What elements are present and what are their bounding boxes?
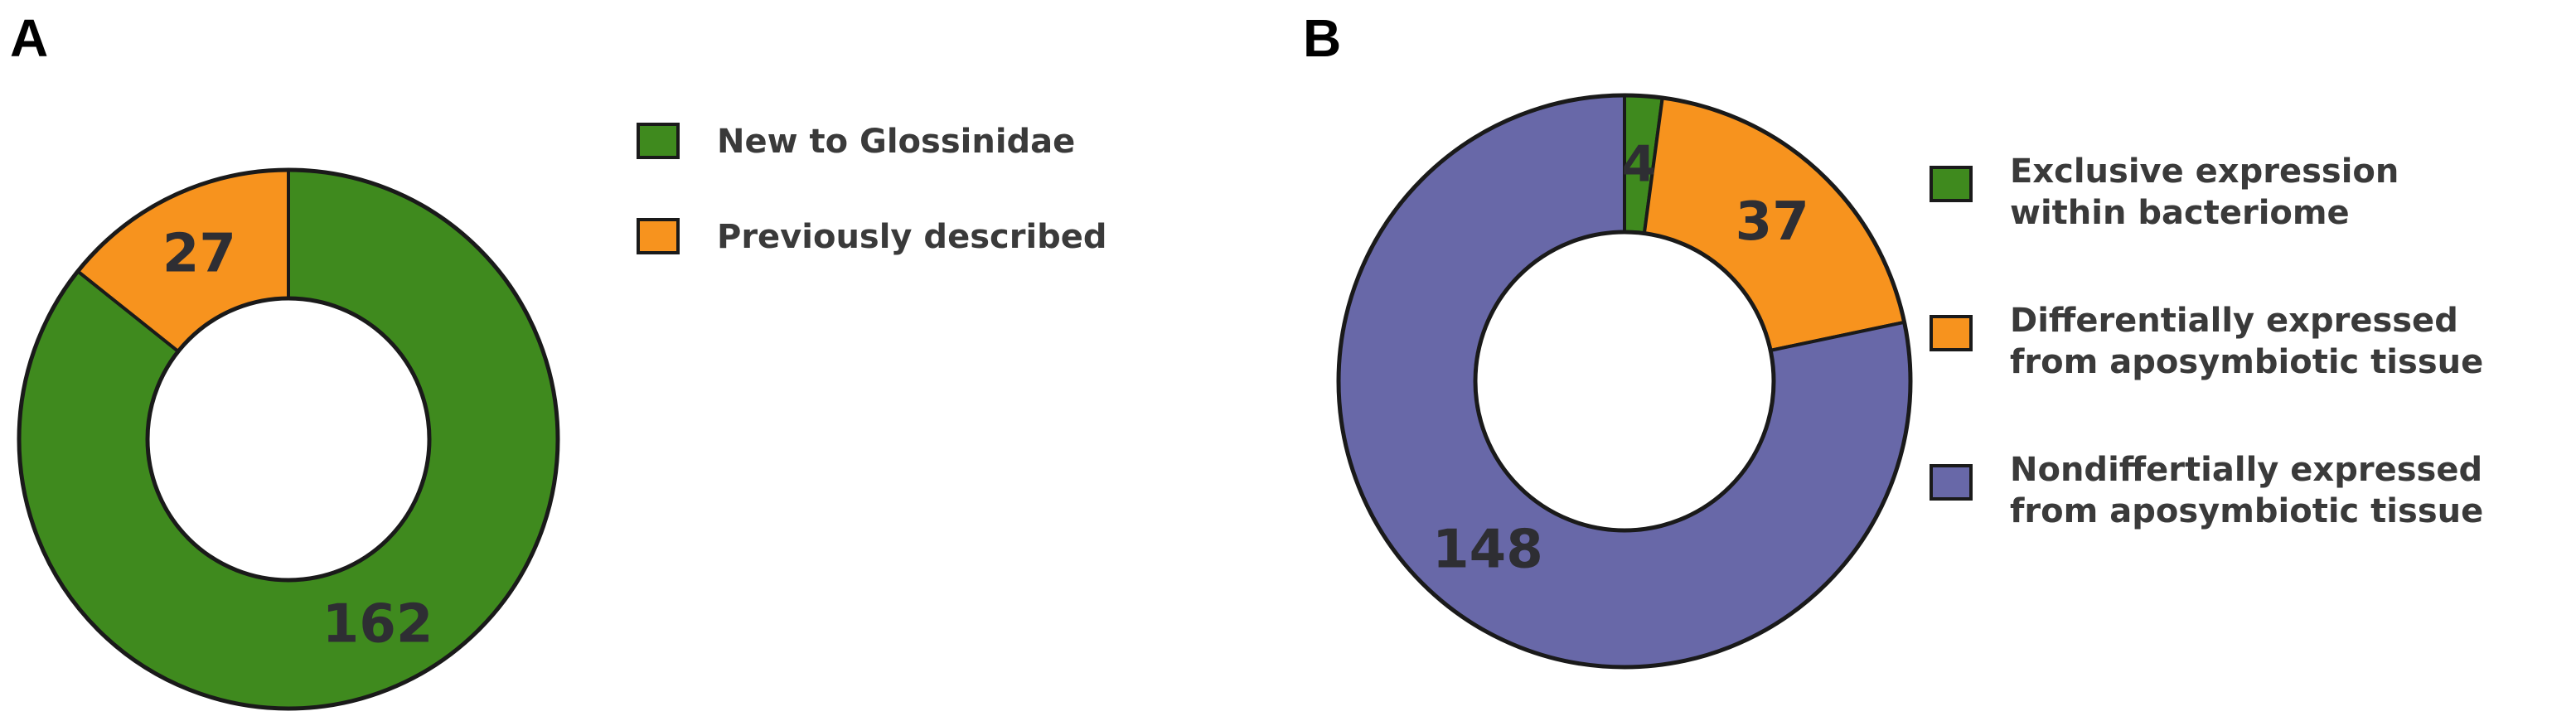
legend-swatch bbox=[637, 218, 680, 254]
legend-item-new-to-glossinidae: New to Glossinidae bbox=[637, 123, 1075, 161]
donut-outer-ring bbox=[1336, 93, 1913, 670]
legend-item-previously-described: Previously described bbox=[637, 218, 1107, 256]
donut-chart-b: 4 37 148 bbox=[1336, 93, 1913, 670]
panel-letter-a: A bbox=[10, 8, 48, 68]
legend-swatch bbox=[637, 123, 680, 159]
donut-inner-ring bbox=[1473, 230, 1776, 533]
legend-swatch bbox=[1930, 464, 1973, 501]
donut-chart-a: 162 27 bbox=[17, 167, 560, 711]
slice-value-label: 27 bbox=[162, 224, 236, 285]
legend-label: Previously described bbox=[717, 218, 1107, 256]
donut-outer-ring bbox=[17, 167, 560, 711]
panel-letter-b: B bbox=[1303, 8, 1341, 68]
slice-value-label: 4 bbox=[1622, 136, 1657, 194]
slice-value-label: 148 bbox=[1432, 519, 1543, 580]
slice-value-label: 37 bbox=[1736, 191, 1809, 253]
donut-inner-ring bbox=[145, 296, 432, 583]
legend-swatch bbox=[1930, 315, 1973, 351]
legend-swatch bbox=[1930, 166, 1973, 202]
legend-label: New to Glossinidae bbox=[717, 123, 1075, 161]
slice-value-label: 162 bbox=[322, 593, 433, 655]
